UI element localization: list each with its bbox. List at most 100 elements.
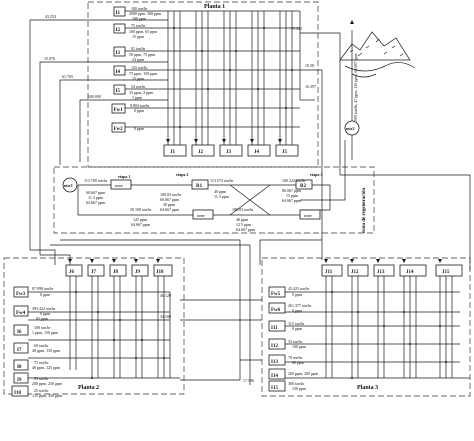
- plant2-flow-1: 34.100: [160, 314, 171, 319]
- plant1-export-lines: [29, 19, 341, 260]
- svg-text:12.5 ppm: 12.5 ppm: [236, 222, 252, 227]
- source-I1: [113, 6, 126, 17]
- svg-text:393.422 ton/hr: 393.422 ton/hr: [32, 306, 56, 311]
- svg-text:I3: I3: [116, 51, 121, 56]
- svg-text:J12: J12: [351, 270, 359, 275]
- svg-text:64.667 ppm: 64.667 ppm: [86, 200, 106, 205]
- svg-text:0 ppm: 0 ppm: [40, 292, 51, 297]
- svg-text:I9: I9: [17, 378, 22, 383]
- svg-text:60 ton/hr: 60 ton/hr: [34, 343, 49, 348]
- svg-text:150 ppm: 150 ppm: [292, 386, 307, 391]
- svg-text:24 ppm: 24 ppm: [132, 57, 145, 62]
- svg-text:64.667 ppm: 64.667 ppm: [282, 198, 302, 203]
- svg-text:1 ppm: 1 ppm: [132, 95, 143, 100]
- svg-text:R1: R1: [196, 184, 203, 189]
- sink-J4: [247, 144, 271, 157]
- svg-text:65 ppm: 65 ppm: [36, 316, 49, 321]
- svg-text:15 ppm: 15 ppm: [286, 193, 299, 198]
- svg-text:113.700 ton/hr: 113.700 ton/hr: [84, 178, 108, 183]
- regen-zone-boundary: [53, 166, 375, 234]
- interplant-lines: [30, 174, 471, 385]
- plant1-flow-2: 61.765: [62, 74, 73, 79]
- svg-text:I11: I11: [271, 326, 278, 331]
- svg-text:11.3 ppm: 11.3 ppm: [88, 195, 104, 200]
- plant3-feeds: [285, 276, 470, 379]
- svg-text:Fw5: Fw5: [271, 292, 281, 297]
- source-I12: [268, 338, 286, 350]
- svg-text:Fw4: Fw4: [16, 311, 26, 316]
- svg-text:none: none: [304, 213, 312, 218]
- svg-text:I12: I12: [271, 344, 278, 349]
- source-I14: [268, 368, 286, 380]
- svg-text:45.423 ton/hr: 45.423 ton/hr: [288, 286, 310, 291]
- plant1-flow-3: 100.000: [88, 94, 101, 99]
- plant2-flow-0: 46.129: [160, 293, 171, 298]
- sink-J5: [275, 144, 299, 157]
- svg-text:2000 ppm, 300 ppm: 2000 ppm, 300 ppm: [129, 11, 162, 17]
- stage-1: etapa 1: [118, 174, 130, 179]
- source-I8: [13, 359, 29, 371]
- svg-text:115 ton/hr: 115 ton/hr: [288, 321, 305, 326]
- arrowheads: [68, 20, 442, 263]
- svg-text:15 ppm: 15 ppm: [132, 76, 145, 81]
- source-Fw3: [13, 286, 29, 298]
- plant2-sources: Fw3 87.998 ton/hr 0 ppm Fw4 393.422 ton/…: [11, 286, 63, 399]
- svg-text:81 ton/hr: 81 ton/hr: [131, 46, 146, 51]
- svg-text:200 ppm, 200 ppm: 200 ppm, 200 ppm: [288, 371, 319, 377]
- svg-text:Fw6: Fw6: [271, 308, 281, 313]
- plant2-flow-2: 17.596: [243, 378, 254, 383]
- source-Fw1: [111, 103, 126, 114]
- plant1-sink-feeds: [167, 11, 293, 145]
- svg-text:64.667 ppm: 64.667 ppm: [236, 227, 256, 232]
- svg-text:25 ton/hr: 25 ton/hr: [34, 388, 49, 393]
- svg-text:I13: I13: [271, 360, 278, 365]
- unit-none-2: [192, 209, 214, 220]
- svg-text:Fw3: Fw3: [16, 292, 26, 297]
- svg-text:mix2: mix2: [346, 126, 354, 131]
- mixer-mix2: [344, 120, 360, 136]
- plant1-flow-4: 21.322: [291, 26, 302, 31]
- source-Fw4: [13, 305, 29, 317]
- stage-3: etapa 3: [310, 172, 322, 177]
- svg-text:J15: J15: [442, 270, 450, 275]
- svg-text:R2: R2: [300, 184, 307, 189]
- svg-text:60.667 ppm: 60.667 ppm: [160, 197, 180, 202]
- unit-none-1: [110, 179, 132, 190]
- plant1-flow-6: 16.397: [305, 84, 316, 89]
- svg-text:0 ppm: 0 ppm: [134, 108, 145, 113]
- svg-text:J5: J5: [282, 150, 288, 155]
- svg-text:J9: J9: [135, 270, 141, 275]
- plant1-title: Planta 1: [204, 4, 225, 10]
- environment-icon: [339, 31, 416, 78]
- svg-text:87.998 ton/hr: 87.998 ton/hr: [32, 286, 54, 291]
- svg-text:0 ppm: 0 ppm: [292, 326, 303, 331]
- svg-text:100 ppm, 65 ppm: 100 ppm, 65 ppm: [129, 29, 158, 35]
- svg-text:60 ppm: 60 ppm: [292, 360, 305, 365]
- source-I4: [113, 65, 126, 76]
- svg-text:I14: I14: [271, 374, 278, 379]
- svg-text:9.804 ton/hr: 9.804 ton/hr: [130, 103, 150, 108]
- svg-text:0 ppm: 0 ppm: [292, 308, 303, 313]
- svg-text:J13: J13: [377, 270, 385, 275]
- svg-text:125 ton/hr: 125 ton/hr: [131, 65, 148, 70]
- svg-text:54 ton/hr: 54 ton/hr: [131, 84, 146, 89]
- svg-text:33 ton/hr: 33 ton/hr: [288, 339, 303, 344]
- svg-text:J10: J10: [156, 270, 164, 275]
- svg-text:75 ppm, 150 ppm: 75 ppm, 150 ppm: [129, 71, 158, 77]
- svg-text:40 ppm, 125 ppm: 40 ppm, 125 ppm: [32, 365, 61, 371]
- svg-text:29.100 ton/hr: 29.100 ton/hr: [130, 207, 152, 212]
- source-Fw6: [268, 302, 286, 314]
- plant2-feeds: [28, 276, 180, 379]
- svg-text:113.574 ton/hr: 113.574 ton/hr: [210, 178, 234, 183]
- plant2-title: Planta 2: [78, 385, 99, 391]
- svg-text:40 ppm, 150 ppm: 40 ppm, 150 ppm: [32, 348, 61, 354]
- source-I6: [13, 324, 29, 336]
- regen-values: 113.700 ton/hr 60.667 ppm 11.3 ppm 64.66…: [84, 178, 306, 232]
- svg-text:200 ppm, 250 ppm: 200 ppm, 250 ppm: [32, 381, 63, 387]
- plant1-sinks: J1 J2 J3 J4 J5: [163, 144, 299, 157]
- sink-J7: [87, 264, 105, 277]
- regen-zone-label: zona de regeneración: [362, 188, 367, 233]
- svg-text:40 ppm: 40 ppm: [214, 189, 227, 194]
- plant2-sinks: J6 J7 J8 J9 J10: [65, 264, 173, 277]
